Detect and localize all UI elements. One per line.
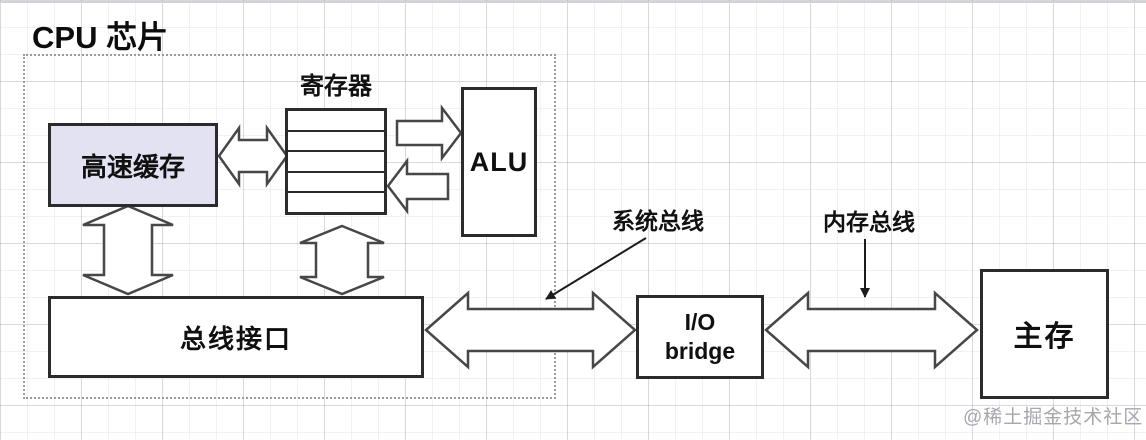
alu-label: ALU [469, 146, 529, 177]
register-row [288, 129, 384, 151]
main-memory-box: 主存 [980, 269, 1109, 399]
registers-bus-interface-double-arrow [299, 224, 385, 296]
system-bus-label: 系统总线 [612, 208, 704, 234]
bus-interface-label: 总线接口 [179, 323, 292, 354]
cache-registers-double-arrow [217, 124, 289, 188]
register-row [288, 191, 384, 212]
io-bridge-box: I/O bridge [636, 295, 764, 379]
bus-interface-box: 总线接口 [48, 296, 424, 378]
memory-bus-double-arrow [764, 290, 979, 370]
io-bridge-label-line1: I/O [684, 309, 716, 336]
diagram-title: CPU 芯片 [32, 20, 169, 55]
main-memory-label: 主存 [1013, 321, 1076, 353]
alu-to-registers-arrow [386, 157, 450, 215]
cache-label: 高速缓存 [80, 151, 185, 182]
registers-to-alu-arrow [395, 104, 463, 162]
register-row [288, 111, 384, 130]
memory-bus-label: 内存总线 [823, 209, 915, 235]
alu-box: ALU [461, 87, 537, 237]
cache-box: 高速缓存 [48, 123, 218, 207]
cache-bus-interface-double-arrow [82, 204, 174, 296]
registers-box [285, 108, 387, 215]
cpu-chip-boundary [23, 54, 556, 399]
watermark: @稀土掘金技术社区 [963, 407, 1144, 428]
register-row [288, 170, 384, 192]
register-row [288, 150, 384, 171]
top-border-line [0, 1, 1146, 3]
system-bus-pointer-arrow [545, 237, 647, 300]
registers-label: 寄存器 [300, 73, 372, 100]
io-bridge-label-line2: bridge [664, 338, 736, 364]
system-bus-double-arrow [424, 290, 637, 370]
